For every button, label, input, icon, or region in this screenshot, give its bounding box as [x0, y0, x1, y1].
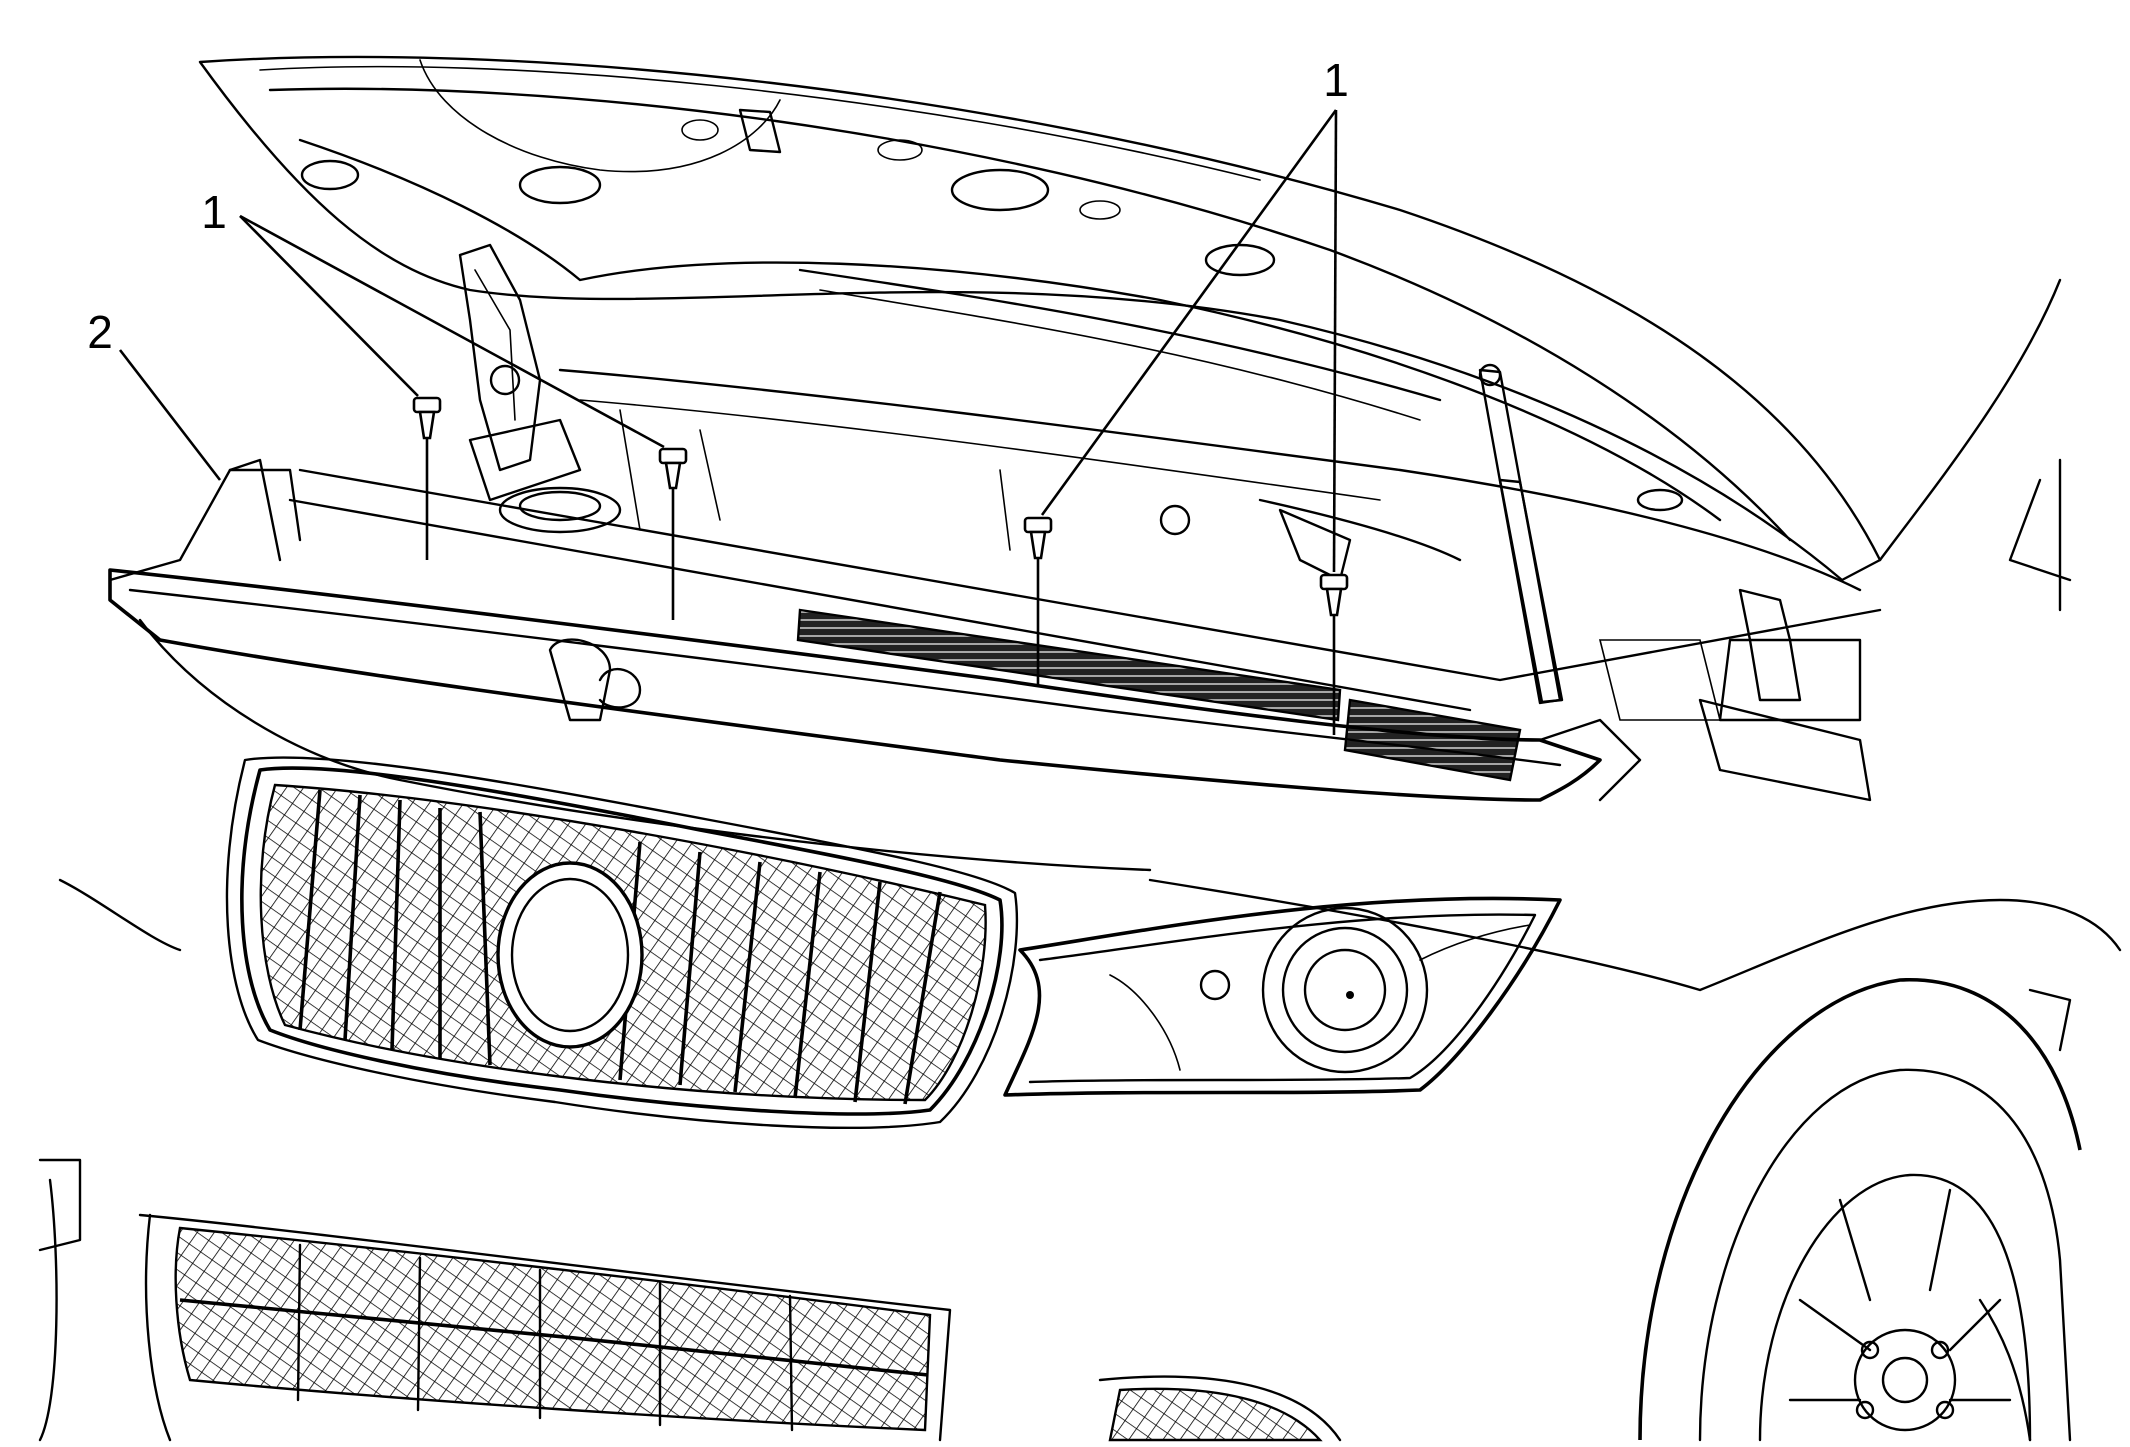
hood [198, 55, 2072, 612]
hood-strut [1478, 363, 1564, 705]
clip-c [1023, 516, 1053, 685]
callout-1-left: 1 [201, 186, 227, 238]
clip-a [412, 396, 442, 560]
headlamp [1003, 896, 1562, 1097]
engine-bay [288, 368, 1882, 802]
fender-wheel [1148, 878, 2122, 1442]
upper-panel [108, 458, 1642, 802]
lower-bumper [38, 1158, 1342, 1442]
hood-hinge [458, 243, 582, 502]
callout-2: 2 [87, 306, 113, 358]
callout-1-right: 1 [1323, 54, 1349, 106]
clip-b [658, 447, 688, 620]
front-fascia [58, 618, 1152, 1129]
fastener-clips [412, 396, 1349, 735]
clip-d [1319, 573, 1349, 735]
callout-leaders [118, 109, 1338, 573]
